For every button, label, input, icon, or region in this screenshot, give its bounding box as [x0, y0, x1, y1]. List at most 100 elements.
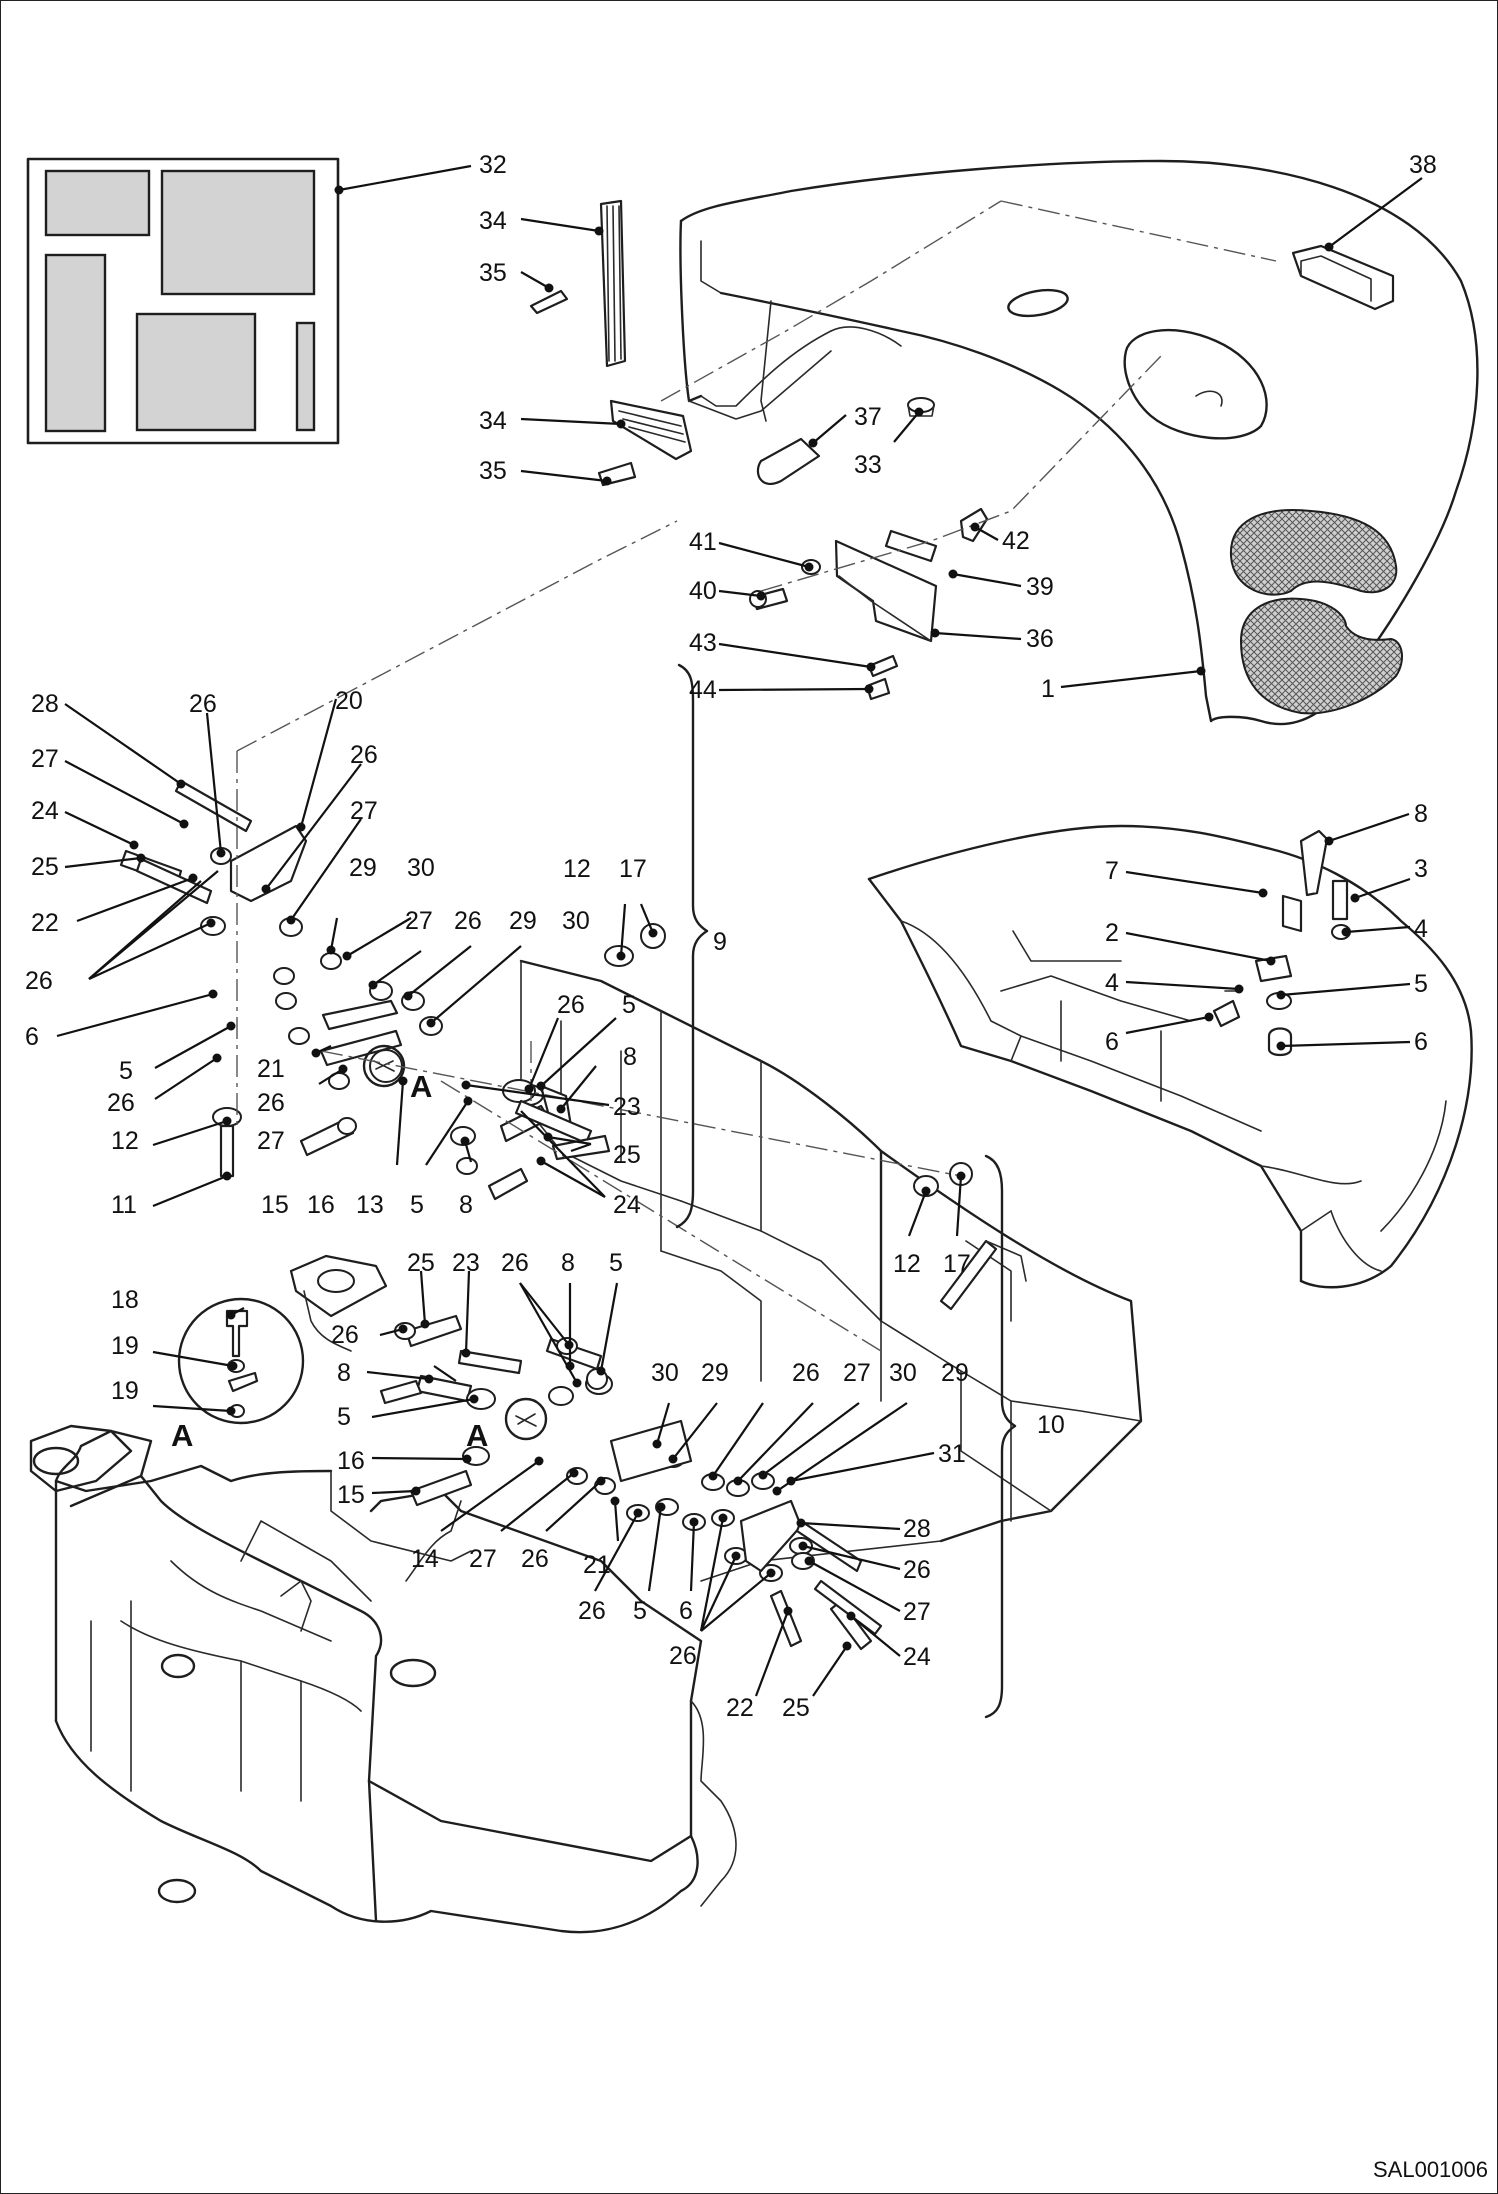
label-37: 37	[854, 403, 882, 431]
label-25-b: 25	[613, 1141, 641, 1169]
label-29-a: 29	[349, 854, 377, 882]
phantom-center-lines	[236, 200, 1277, 1352]
detail-a-marker-left: A	[171, 1418, 193, 1453]
label-26-b: 26	[350, 741, 378, 769]
label-30-b: 30	[562, 907, 590, 935]
label-26-e: 26	[557, 991, 585, 1019]
handle-part	[1291, 244, 1395, 311]
label-32: 32	[479, 151, 507, 179]
counterweight-frame	[867, 824, 1473, 1289]
label-30-a: 30	[407, 854, 435, 882]
detail-a-marker-top: A	[410, 1069, 432, 1104]
label-26-h: 26	[501, 1249, 529, 1277]
label-28-b: 28	[903, 1515, 931, 1543]
hinge-assembly-upper	[119, 779, 666, 1201]
label-6-left: 6	[1105, 1028, 1119, 1056]
callout-labels: 32 34 35 34 35 37 33 38 42 41 40 39 36 4…	[25, 151, 1488, 2182]
label-30-d: 30	[889, 1359, 917, 1387]
label-5-e: 5	[337, 1403, 351, 1431]
label-20: 20	[335, 687, 363, 715]
label-19-b: 19	[111, 1377, 139, 1405]
detail-a-marker-lower: A	[466, 1418, 488, 1453]
label-4-left: 4	[1105, 969, 1119, 997]
label-27-b: 27	[350, 797, 378, 825]
detail-a-callouts	[177, 1044, 548, 1441]
label-24-a: 24	[31, 797, 59, 825]
label-35-lower: 35	[479, 457, 507, 485]
label-26-f: 26	[107, 1089, 135, 1117]
label-4-right: 4	[1414, 915, 1428, 943]
trim-strip-parts	[599, 199, 693, 461]
rubber-bumper-part	[756, 397, 935, 485]
label-12-a: 12	[563, 855, 591, 883]
label-27-c: 27	[405, 907, 433, 935]
label-5-d: 5	[609, 1249, 623, 1277]
label-34-lower: 34	[479, 407, 507, 435]
label-21-a: 21	[257, 1055, 285, 1083]
label-26-m: 26	[578, 1597, 606, 1625]
label-42: 42	[1002, 527, 1030, 555]
label-25-d: 25	[782, 1694, 810, 1722]
label-16-a: 16	[307, 1191, 335, 1219]
label-6-right: 6	[1414, 1028, 1428, 1056]
label-15-a: 15	[261, 1191, 289, 1219]
label-43: 43	[689, 629, 717, 657]
label-1: 1	[1041, 675, 1055, 703]
label-12-c: 12	[893, 1250, 921, 1278]
label-23-b: 23	[452, 1249, 480, 1277]
label-18: 18	[111, 1286, 139, 1314]
label-17-b: 17	[943, 1250, 971, 1278]
label-27-d: 27	[257, 1127, 285, 1155]
label-38: 38	[1409, 151, 1437, 179]
label-16-b: 16	[337, 1447, 365, 1475]
label-23-a: 23	[613, 1093, 641, 1121]
label-25-a: 25	[31, 853, 59, 881]
label-11: 11	[111, 1191, 137, 1219]
label-7: 7	[1105, 857, 1119, 885]
label-29-b: 29	[509, 907, 537, 935]
drawing-code: SAL001006	[1373, 2157, 1488, 2182]
label-26-c: 26	[454, 907, 482, 935]
label-27-a: 27	[31, 745, 59, 773]
label-17-a: 17	[619, 855, 647, 883]
group-braces	[675, 663, 1017, 1719]
label-22-b: 22	[726, 1694, 754, 1722]
label-39: 39	[1026, 573, 1054, 601]
label-5-f: 5	[633, 1597, 647, 1625]
label-10: 10	[1037, 1411, 1065, 1439]
label-25-c: 25	[407, 1249, 435, 1277]
label-24-c: 24	[903, 1643, 931, 1671]
label-26-j: 26	[792, 1359, 820, 1387]
label-36: 36	[1026, 625, 1054, 653]
label-26-top: 26	[189, 690, 217, 718]
label-35: 35	[479, 259, 507, 287]
label-41: 41	[689, 528, 717, 556]
label-22-a: 22	[31, 909, 59, 937]
main-chassis-frame	[29, 959, 1143, 1934]
label-26-l: 26	[903, 1556, 931, 1584]
label-9: 9	[713, 928, 727, 956]
label-28-top: 28	[31, 690, 59, 718]
leader-lines	[56, 164, 1423, 1697]
label-19-a: 19	[111, 1332, 139, 1360]
label-40: 40	[689, 577, 717, 605]
label-2: 2	[1105, 919, 1119, 947]
label-30-c: 30	[651, 1359, 679, 1387]
label-33: 33	[854, 451, 882, 479]
label-44: 44	[689, 676, 717, 704]
label-26-d: 26	[25, 967, 53, 995]
label-21-b: 21	[583, 1551, 611, 1579]
label-26-n: 26	[669, 1642, 697, 1670]
label-8-right: 8	[1414, 800, 1428, 828]
label-31: 31	[938, 1440, 966, 1468]
hood-cover	[679, 159, 1479, 726]
label-26-i: 26	[331, 1321, 359, 1349]
label-27-g: 27	[903, 1598, 931, 1626]
label-6-a: 6	[25, 1023, 39, 1051]
label-13: 13	[356, 1191, 384, 1219]
label-26-g: 26	[257, 1089, 285, 1117]
label-5-a: 5	[622, 991, 636, 1019]
label-26-k: 26	[521, 1545, 549, 1573]
